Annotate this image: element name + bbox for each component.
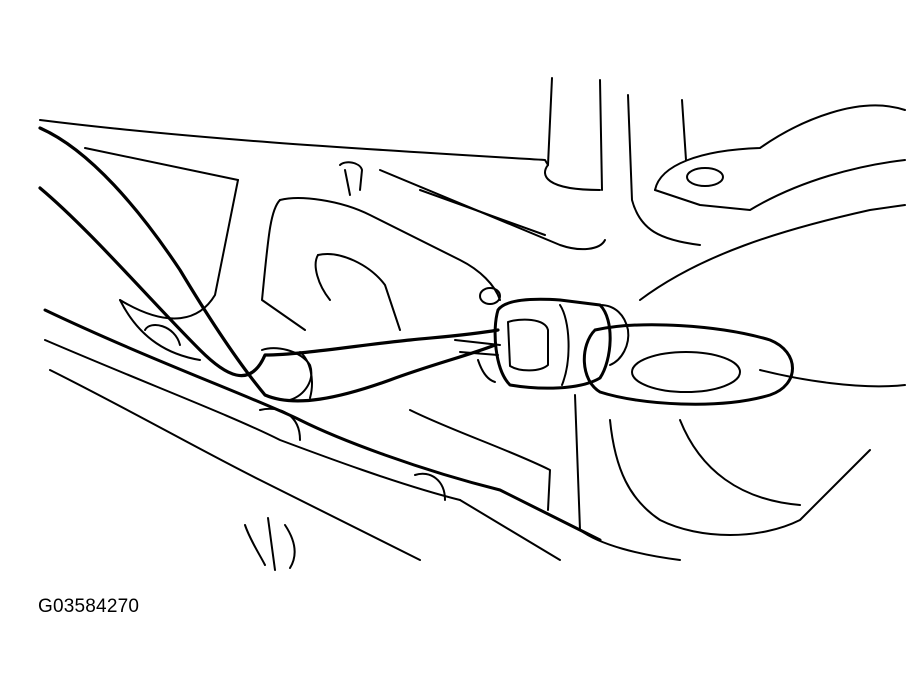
bracket-tab	[317, 253, 401, 331]
figure-id-code: G03584270	[38, 596, 140, 617]
lower-panel-curve	[679, 419, 801, 506]
bracket-right-line	[681, 99, 687, 161]
bracket-mid-line	[419, 189, 546, 236]
line-drawing	[38, 77, 906, 571]
ear-flange	[654, 159, 906, 211]
mounting-ear-hole	[686, 167, 724, 187]
lower-rail-top	[43, 308, 602, 542]
vertical-bracket	[544, 77, 603, 191]
sensor-boss-hole	[631, 351, 741, 393]
lower-panel-left	[409, 409, 551, 511]
rail-step	[259, 407, 446, 501]
bracket-tab-lower	[314, 254, 331, 301]
mounting-ear	[654, 104, 906, 191]
harness-wire-inner	[38, 186, 500, 378]
harness-sleeve	[261, 347, 313, 401]
bracket-top-line	[379, 169, 606, 251]
left-frame-knob	[144, 324, 181, 346]
connector-collar	[599, 304, 630, 366]
bracket-body-left	[261, 199, 306, 331]
left-frame-upper	[119, 179, 239, 320]
harness-wire-outer	[38, 126, 497, 403]
bracket-body-outline	[279, 197, 501, 301]
right-frame-lower	[759, 369, 906, 388]
bracket-inner-line	[627, 94, 701, 246]
connector-latch	[507, 318, 549, 372]
bracket-bolt	[479, 287, 501, 305]
connector-body	[493, 297, 612, 390]
lower-panel-right	[574, 394, 681, 561]
lower-rail-bottom	[49, 369, 421, 561]
sensor-boss	[582, 323, 794, 406]
small-hook	[244, 517, 296, 571]
harness-leads	[454, 339, 501, 383]
lower-rail-mid	[44, 339, 461, 501]
rail-end	[459, 499, 561, 561]
connector-ridge	[559, 304, 570, 386]
lower-panel-edge	[609, 419, 871, 536]
upper-panel-inner-edge	[84, 147, 239, 181]
harness-sleeve-band	[299, 351, 313, 399]
upper-panel-edge	[39, 119, 549, 166]
right-frame-curve	[639, 204, 906, 301]
bracket-stud	[339, 161, 363, 196]
left-frame-loop	[119, 299, 201, 361]
